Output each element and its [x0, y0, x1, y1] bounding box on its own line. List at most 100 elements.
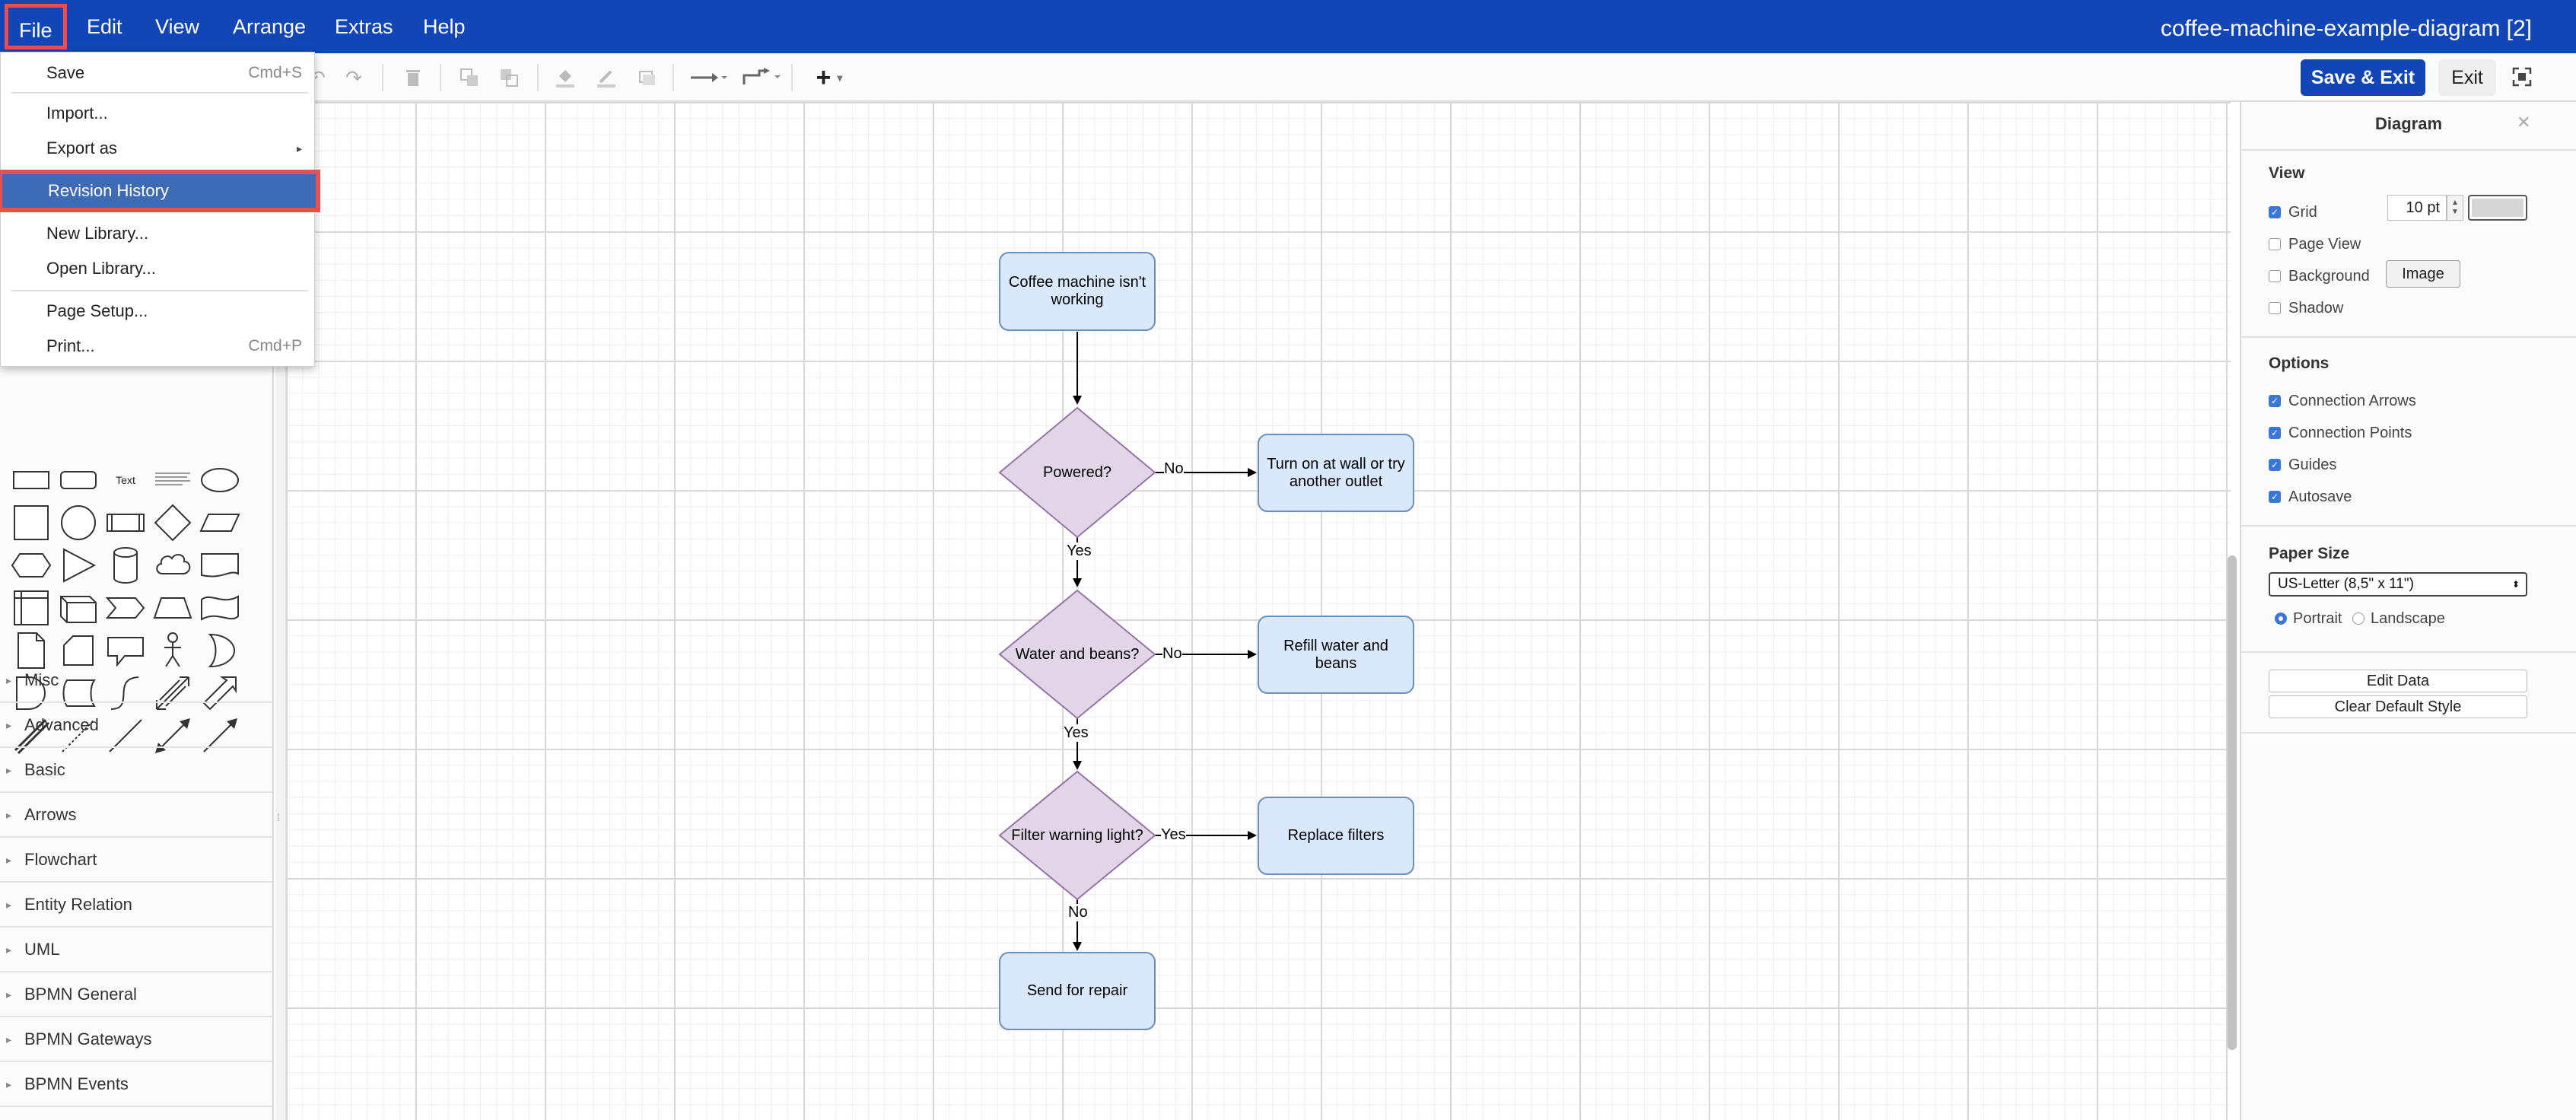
trapezoid-shape[interactable] — [152, 587, 193, 628]
checkbox-unchecked-icon[interactable] — [2269, 238, 2281, 250]
delete-icon[interactable] — [400, 65, 426, 90]
repair-node[interactable] — [999, 952, 1156, 1030]
or-shape[interactable] — [199, 630, 240, 671]
waypoints-icon[interactable] — [741, 65, 782, 90]
to-front-icon[interactable] — [456, 65, 482, 90]
grid-size-stepper[interactable]: ▲▼ — [2447, 195, 2463, 221]
checkbox-unchecked-icon[interactable] — [2269, 302, 2281, 314]
curve-shape[interactable] — [105, 673, 146, 714]
category-advanced[interactable]: ▸Advanced — [0, 704, 272, 748]
link-shape[interactable] — [11, 715, 52, 756]
start-node[interactable] — [999, 252, 1156, 331]
document-shape[interactable] — [199, 545, 240, 586]
category-basic[interactable]: ▸Basic — [0, 749, 272, 793]
close-icon[interactable]: ✕ — [2517, 113, 2531, 132]
checkbox-checked-icon[interactable]: ✓ — [2269, 395, 2281, 407]
outlet-node[interactable] — [1258, 434, 1414, 512]
clear-default-style-button[interactable]: Clear Default Style — [2269, 695, 2527, 718]
grid-size-input[interactable]: 10 pt — [2387, 195, 2447, 221]
radio-selected-icon[interactable] — [2275, 612, 2287, 625]
category-flowchart[interactable]: ▸Flowchart — [0, 838, 272, 883]
autosave-option[interactable]: ✓Autosave — [2269, 485, 2352, 508]
canvas-scrollbar[interactable] — [2228, 555, 2237, 1050]
checkbox-checked-icon[interactable]: ✓ — [2269, 459, 2281, 471]
diagram-canvas[interactable] — [286, 102, 2231, 1120]
shadow-icon[interactable] — [634, 65, 660, 90]
filter-decision[interactable] — [998, 770, 1156, 901]
circle-shape[interactable] — [58, 502, 99, 543]
to-back-icon[interactable] — [496, 65, 522, 90]
portrait-radio[interactable]: Portrait — [2275, 607, 2342, 630]
radio-unselected-icon[interactable] — [2352, 612, 2365, 625]
menu-help[interactable]: Help — [423, 15, 466, 38]
connection-arrows-option[interactable]: ✓Connection Arrows — [2269, 390, 2416, 412]
category-uml[interactable]: ▸UML — [0, 928, 272, 972]
landscape-radio[interactable]: Landscape — [2352, 607, 2445, 630]
water-decision[interactable] — [998, 589, 1156, 720]
menu-item-print[interactable]: Print... Cmd+P — [46, 336, 302, 355]
category-bpmn-gateways[interactable]: ▸BPMN Gateways — [0, 1018, 272, 1062]
menu-file[interactable]: File — [5, 4, 67, 49]
rectangle-shape[interactable] — [11, 460, 52, 501]
menu-item-import[interactable]: Import... — [46, 103, 108, 123]
background-option[interactable]: Background — [2269, 265, 2370, 288]
fullscreen-icon[interactable] — [2512, 67, 2532, 87]
internal-storage-shape[interactable] — [11, 587, 52, 628]
arrow-shape[interactable] — [199, 673, 240, 714]
category-bpmn-events[interactable]: ▸BPMN Events — [0, 1063, 272, 1107]
menu-edit[interactable]: Edit — [87, 15, 122, 38]
card-shape[interactable] — [58, 630, 99, 671]
square-shape[interactable] — [11, 502, 52, 543]
category-entity-relation[interactable]: ▸Entity Relation — [0, 883, 272, 928]
cylinder-shape[interactable] — [105, 545, 146, 586]
guides-option[interactable]: ✓Guides — [2269, 453, 2336, 476]
checkbox-checked-icon[interactable]: ✓ — [2269, 206, 2281, 218]
ellipse-shape[interactable] — [199, 460, 240, 501]
background-image-button[interactable]: Image — [2386, 260, 2460, 288]
menu-item-revision-history[interactable]: Revision History — [0, 170, 320, 212]
dashed-line-shape[interactable] — [58, 715, 99, 756]
process-shape[interactable] — [105, 502, 146, 543]
cube-shape[interactable] — [58, 587, 99, 628]
replace-node[interactable] — [1258, 797, 1414, 875]
grid-color-swatch[interactable] — [2468, 195, 2527, 221]
menu-item-open-library[interactable]: Open Library... — [46, 259, 156, 278]
actor-shape[interactable] — [152, 630, 193, 671]
menu-arrange[interactable]: Arrange — [233, 15, 307, 38]
line-color-icon[interactable] — [593, 65, 619, 90]
edit-data-button[interactable]: Edit Data — [2269, 670, 2527, 692]
parallelogram-shape[interactable] — [199, 502, 240, 543]
data-storage-shape[interactable] — [58, 673, 99, 714]
page-view-option[interactable]: Page View — [2269, 233, 2361, 256]
text-shape[interactable]: Text — [116, 474, 135, 486]
bidirectional-arrow-shape[interactable] — [152, 673, 193, 714]
connection-style-icon[interactable] — [689, 65, 727, 90]
checkbox-checked-icon[interactable]: ✓ — [2269, 491, 2281, 503]
powered-decision[interactable] — [998, 406, 1156, 539]
exit-button[interactable]: Exit — [2438, 59, 2496, 96]
save-and-exit-button[interactable]: Save & Exit — [2301, 59, 2425, 96]
category-arrows[interactable]: ▸Arrows — [0, 794, 272, 838]
menu-view[interactable]: View — [155, 15, 200, 38]
menu-item-export-as[interactable]: Export as ▸ — [46, 138, 302, 158]
category-misc[interactable]: ▸Misc — [0, 659, 272, 703]
category-bpmn-general[interactable]: ▸BPMN General — [0, 973, 272, 1017]
grid-option[interactable]: ✓Grid — [2269, 201, 2317, 224]
insert-plus-icon[interactable]: +▾ — [816, 62, 843, 92]
diamond-shape[interactable] — [152, 502, 193, 543]
tape-shape[interactable] — [199, 587, 240, 628]
checkbox-unchecked-icon[interactable] — [2269, 270, 2281, 282]
paper-size-select[interactable]: US-Letter (8,5" x 11") ⬍ — [2269, 572, 2527, 597]
redo-icon[interactable]: ↷ — [345, 65, 362, 89]
callout-shape[interactable] — [105, 630, 146, 671]
fill-color-icon[interactable] — [552, 65, 578, 90]
step-shape[interactable] — [105, 587, 146, 628]
menu-extras[interactable]: Extras — [335, 15, 393, 38]
textbox-shape[interactable] — [152, 460, 193, 501]
triangle-shape[interactable] — [58, 545, 99, 586]
connection-points-option[interactable]: ✓Connection Points — [2269, 422, 2412, 444]
bidirectional-connector-shape[interactable] — [152, 715, 193, 756]
menu-item-save[interactable]: Save Cmd+S — [46, 63, 302, 82]
cloud-shape[interactable] — [152, 545, 193, 586]
shadow-option[interactable]: Shadow — [2269, 297, 2343, 320]
